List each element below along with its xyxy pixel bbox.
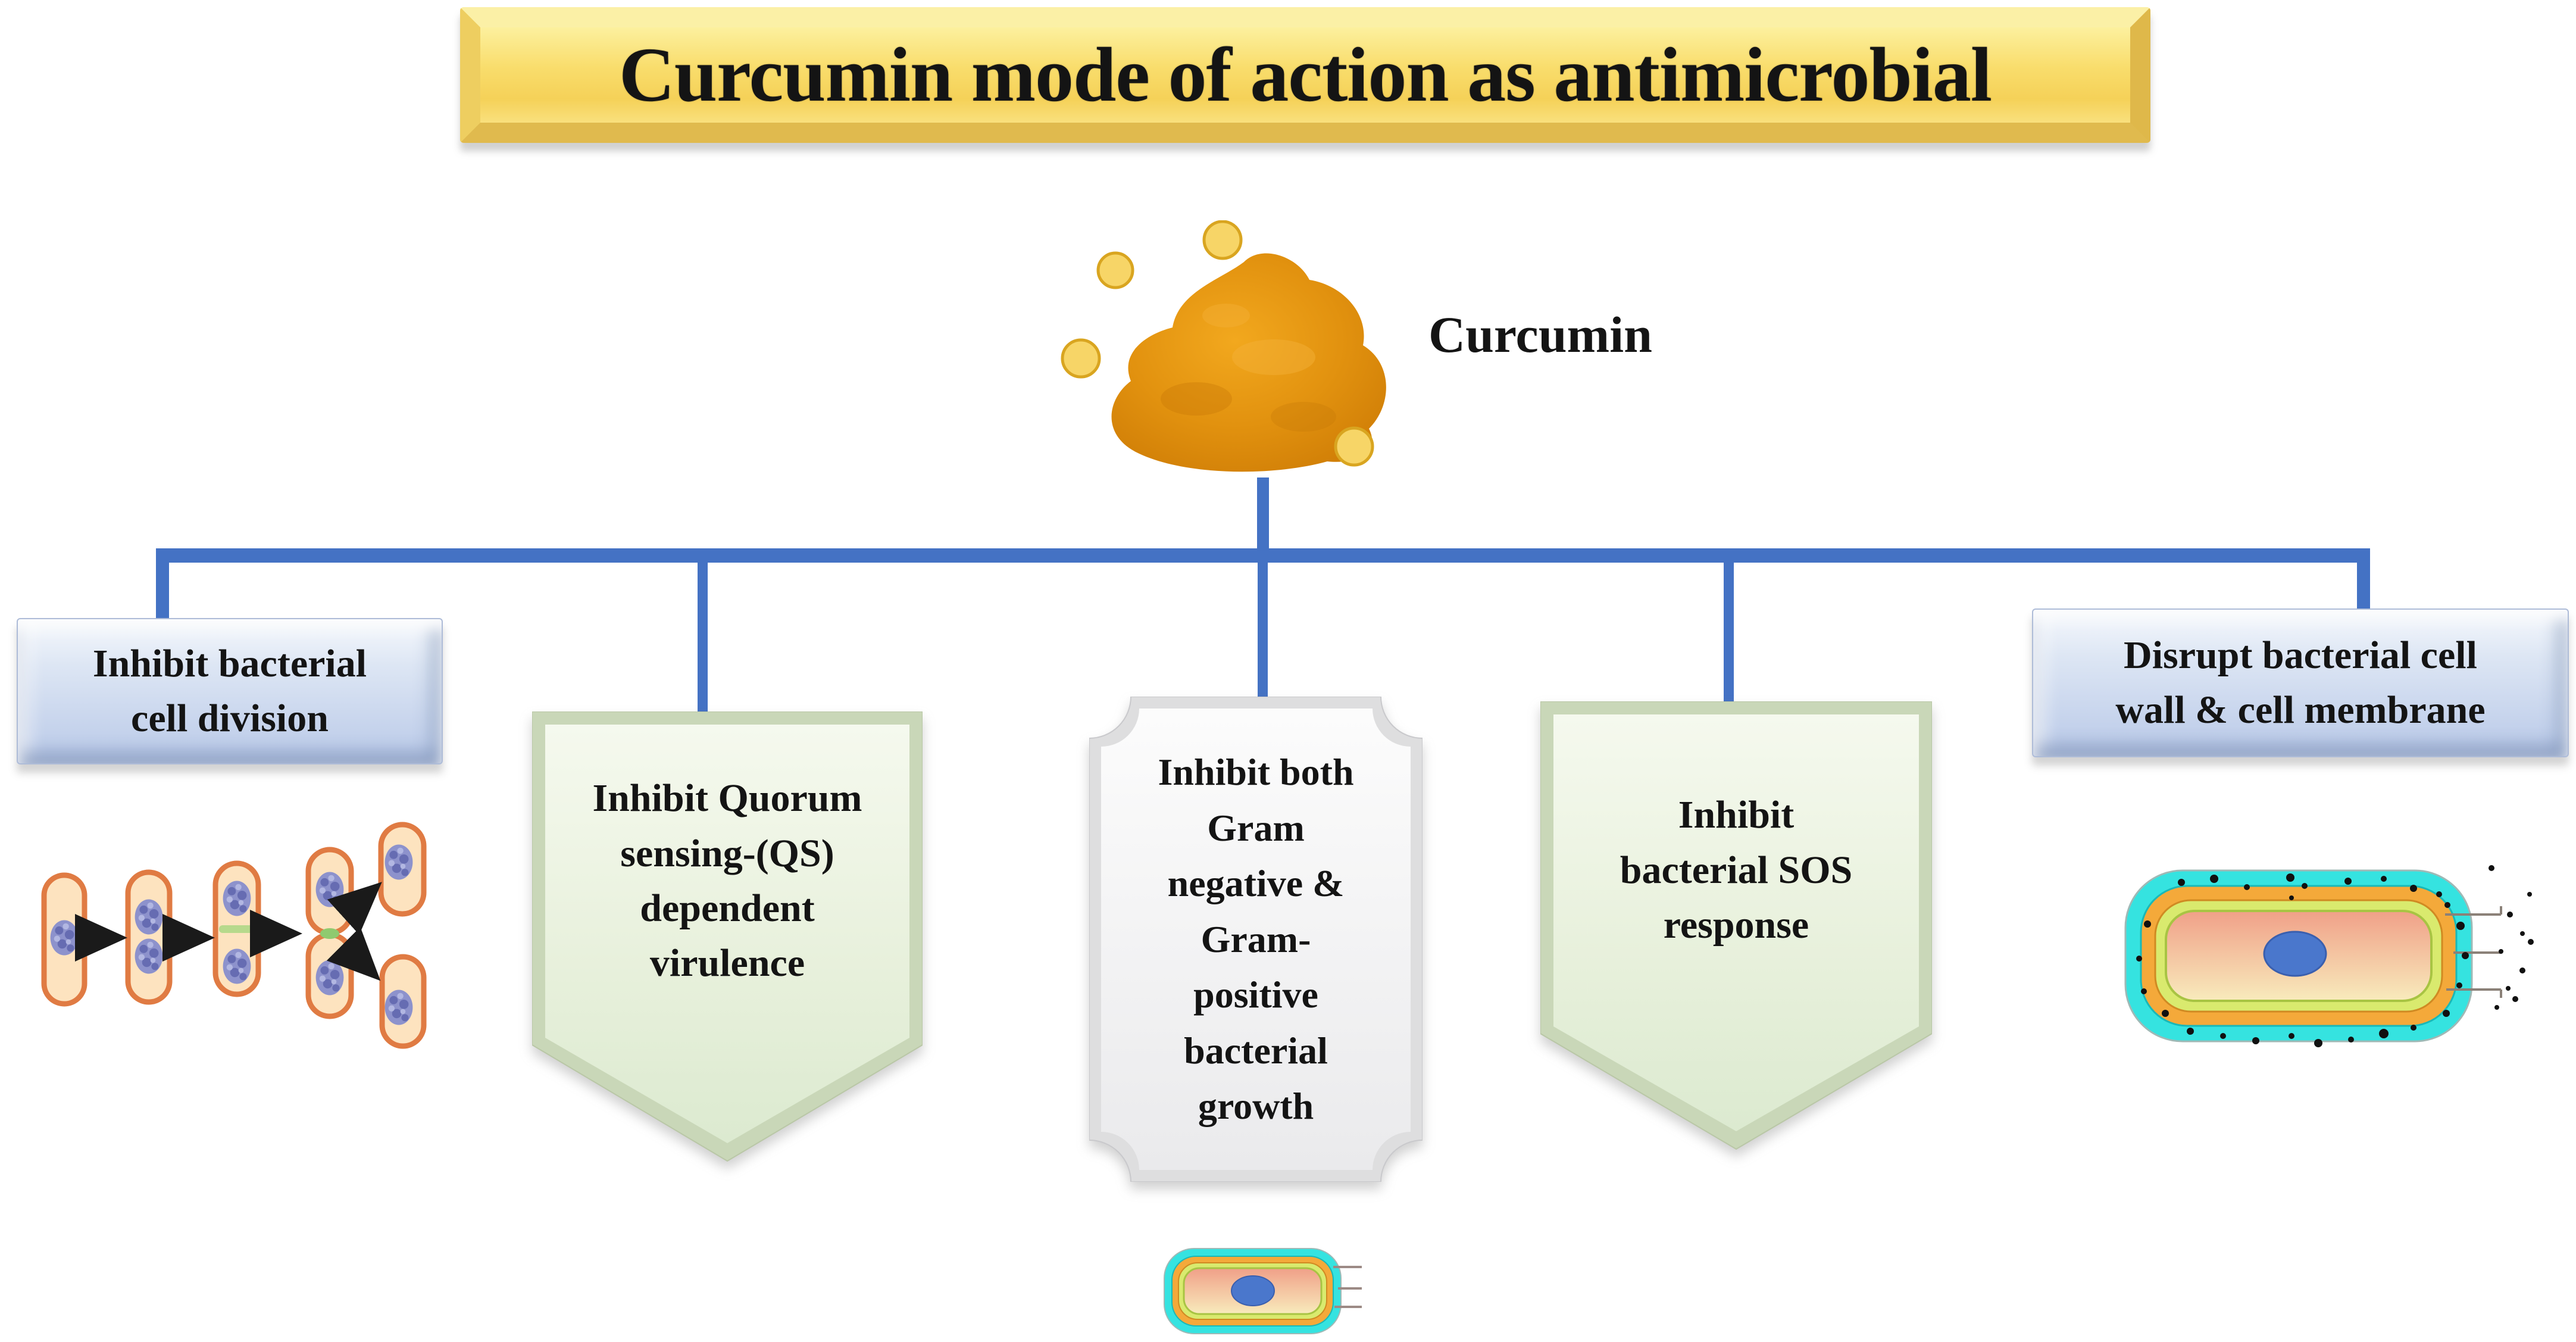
- connector-drop-cell-division: [156, 560, 169, 622]
- connector-drop-cell-wall: [2357, 560, 2370, 614]
- intact-cell-illustration: [1164, 1248, 1362, 1334]
- nucleoid-blue-small: [1231, 1275, 1275, 1306]
- curcumin-powder-illustration: [1061, 220, 1386, 472]
- branch-shape-gram: [1089, 697, 1423, 1182]
- connector-drop-quorum: [698, 560, 708, 716]
- division-septum: [219, 925, 255, 933]
- connector-drop-gram: [1258, 560, 1268, 703]
- leader-lines-small: [1333, 1266, 1362, 1308]
- title-banner: Curcumin mode of action as antimicrobial: [460, 7, 2150, 143]
- nucleoid-blue: [2263, 931, 2327, 977]
- connector-stem: [1257, 477, 1269, 556]
- disrupted-cell-illustration: [2124, 865, 2534, 1047]
- powder-specks: [1061, 220, 1374, 467]
- powder-mound: [1111, 253, 1386, 472]
- damage-dots: [2136, 865, 2534, 1047]
- branch-shape-quorum: [532, 711, 923, 1162]
- branch-shape-sos: [1540, 701, 1932, 1150]
- leakage-leader-lines: [2445, 906, 2502, 998]
- cell-division-illustration: [41, 822, 427, 1049]
- division-waist: [320, 928, 339, 939]
- cell-stage-2: [125, 869, 173, 1005]
- connector-drop-sos: [1724, 560, 1734, 706]
- page-title: Curcumin mode of action as antimicrobial: [618, 32, 1992, 118]
- curcumin-label: Curcumin: [1428, 306, 1652, 363]
- division-arrows: [75, 882, 382, 981]
